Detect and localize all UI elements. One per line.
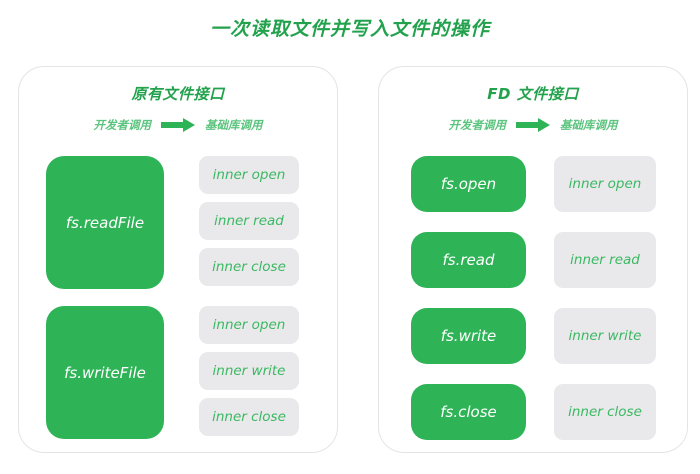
legend-library-call-label: 基础库调用 bbox=[560, 118, 618, 132]
api-box-fs-readfile[interactable]: fs.readFile bbox=[46, 156, 164, 289]
inner-call-box: inner close bbox=[199, 248, 299, 286]
api-box-fs-open[interactable]: fs.open bbox=[411, 156, 526, 212]
arrow-right-icon bbox=[516, 118, 550, 132]
inner-call-box: inner close bbox=[554, 384, 656, 440]
panel-fd-file-api: FD 文件接口 开发者调用 基础库调用 fs.open inner open f… bbox=[378, 66, 688, 453]
legend-developer-call-label: 开发者调用 bbox=[448, 118, 507, 132]
inner-call-box: inner write bbox=[199, 352, 299, 390]
legend-developer-call-label: 开发者调用 bbox=[93, 118, 152, 132]
api-box-fs-write[interactable]: fs.write bbox=[411, 308, 526, 364]
api-box-fs-read[interactable]: fs.read bbox=[411, 232, 526, 288]
api-box-fs-writefile[interactable]: fs.writeFile bbox=[46, 306, 164, 439]
page-title: 一次读取文件并写入文件的操作 bbox=[209, 18, 490, 40]
inner-call-box: inner open bbox=[554, 156, 656, 212]
inner-call-box: inner read bbox=[199, 202, 299, 240]
legend-legacy: 开发者调用 基础库调用 bbox=[19, 117, 337, 133]
panel-legacy-file-api: 原有文件接口 开发者调用 基础库调用 fs.readFile inner ope… bbox=[18, 66, 338, 453]
arrow-right-icon bbox=[161, 118, 195, 132]
api-box-fs-close[interactable]: fs.close bbox=[411, 384, 526, 440]
inner-call-box: inner open bbox=[199, 306, 299, 344]
inner-call-box: inner read bbox=[554, 232, 656, 288]
legend-fd: 开发者调用 基础库调用 bbox=[379, 117, 687, 133]
inner-call-box: inner close bbox=[199, 398, 299, 436]
panel-title-legacy: 原有文件接口 bbox=[131, 85, 225, 103]
legend-library-call-label: 基础库调用 bbox=[205, 118, 263, 132]
inner-call-box: inner open bbox=[199, 156, 299, 194]
inner-call-box: inner write bbox=[554, 308, 656, 364]
panel-title-fd: FD 文件接口 bbox=[487, 85, 579, 103]
